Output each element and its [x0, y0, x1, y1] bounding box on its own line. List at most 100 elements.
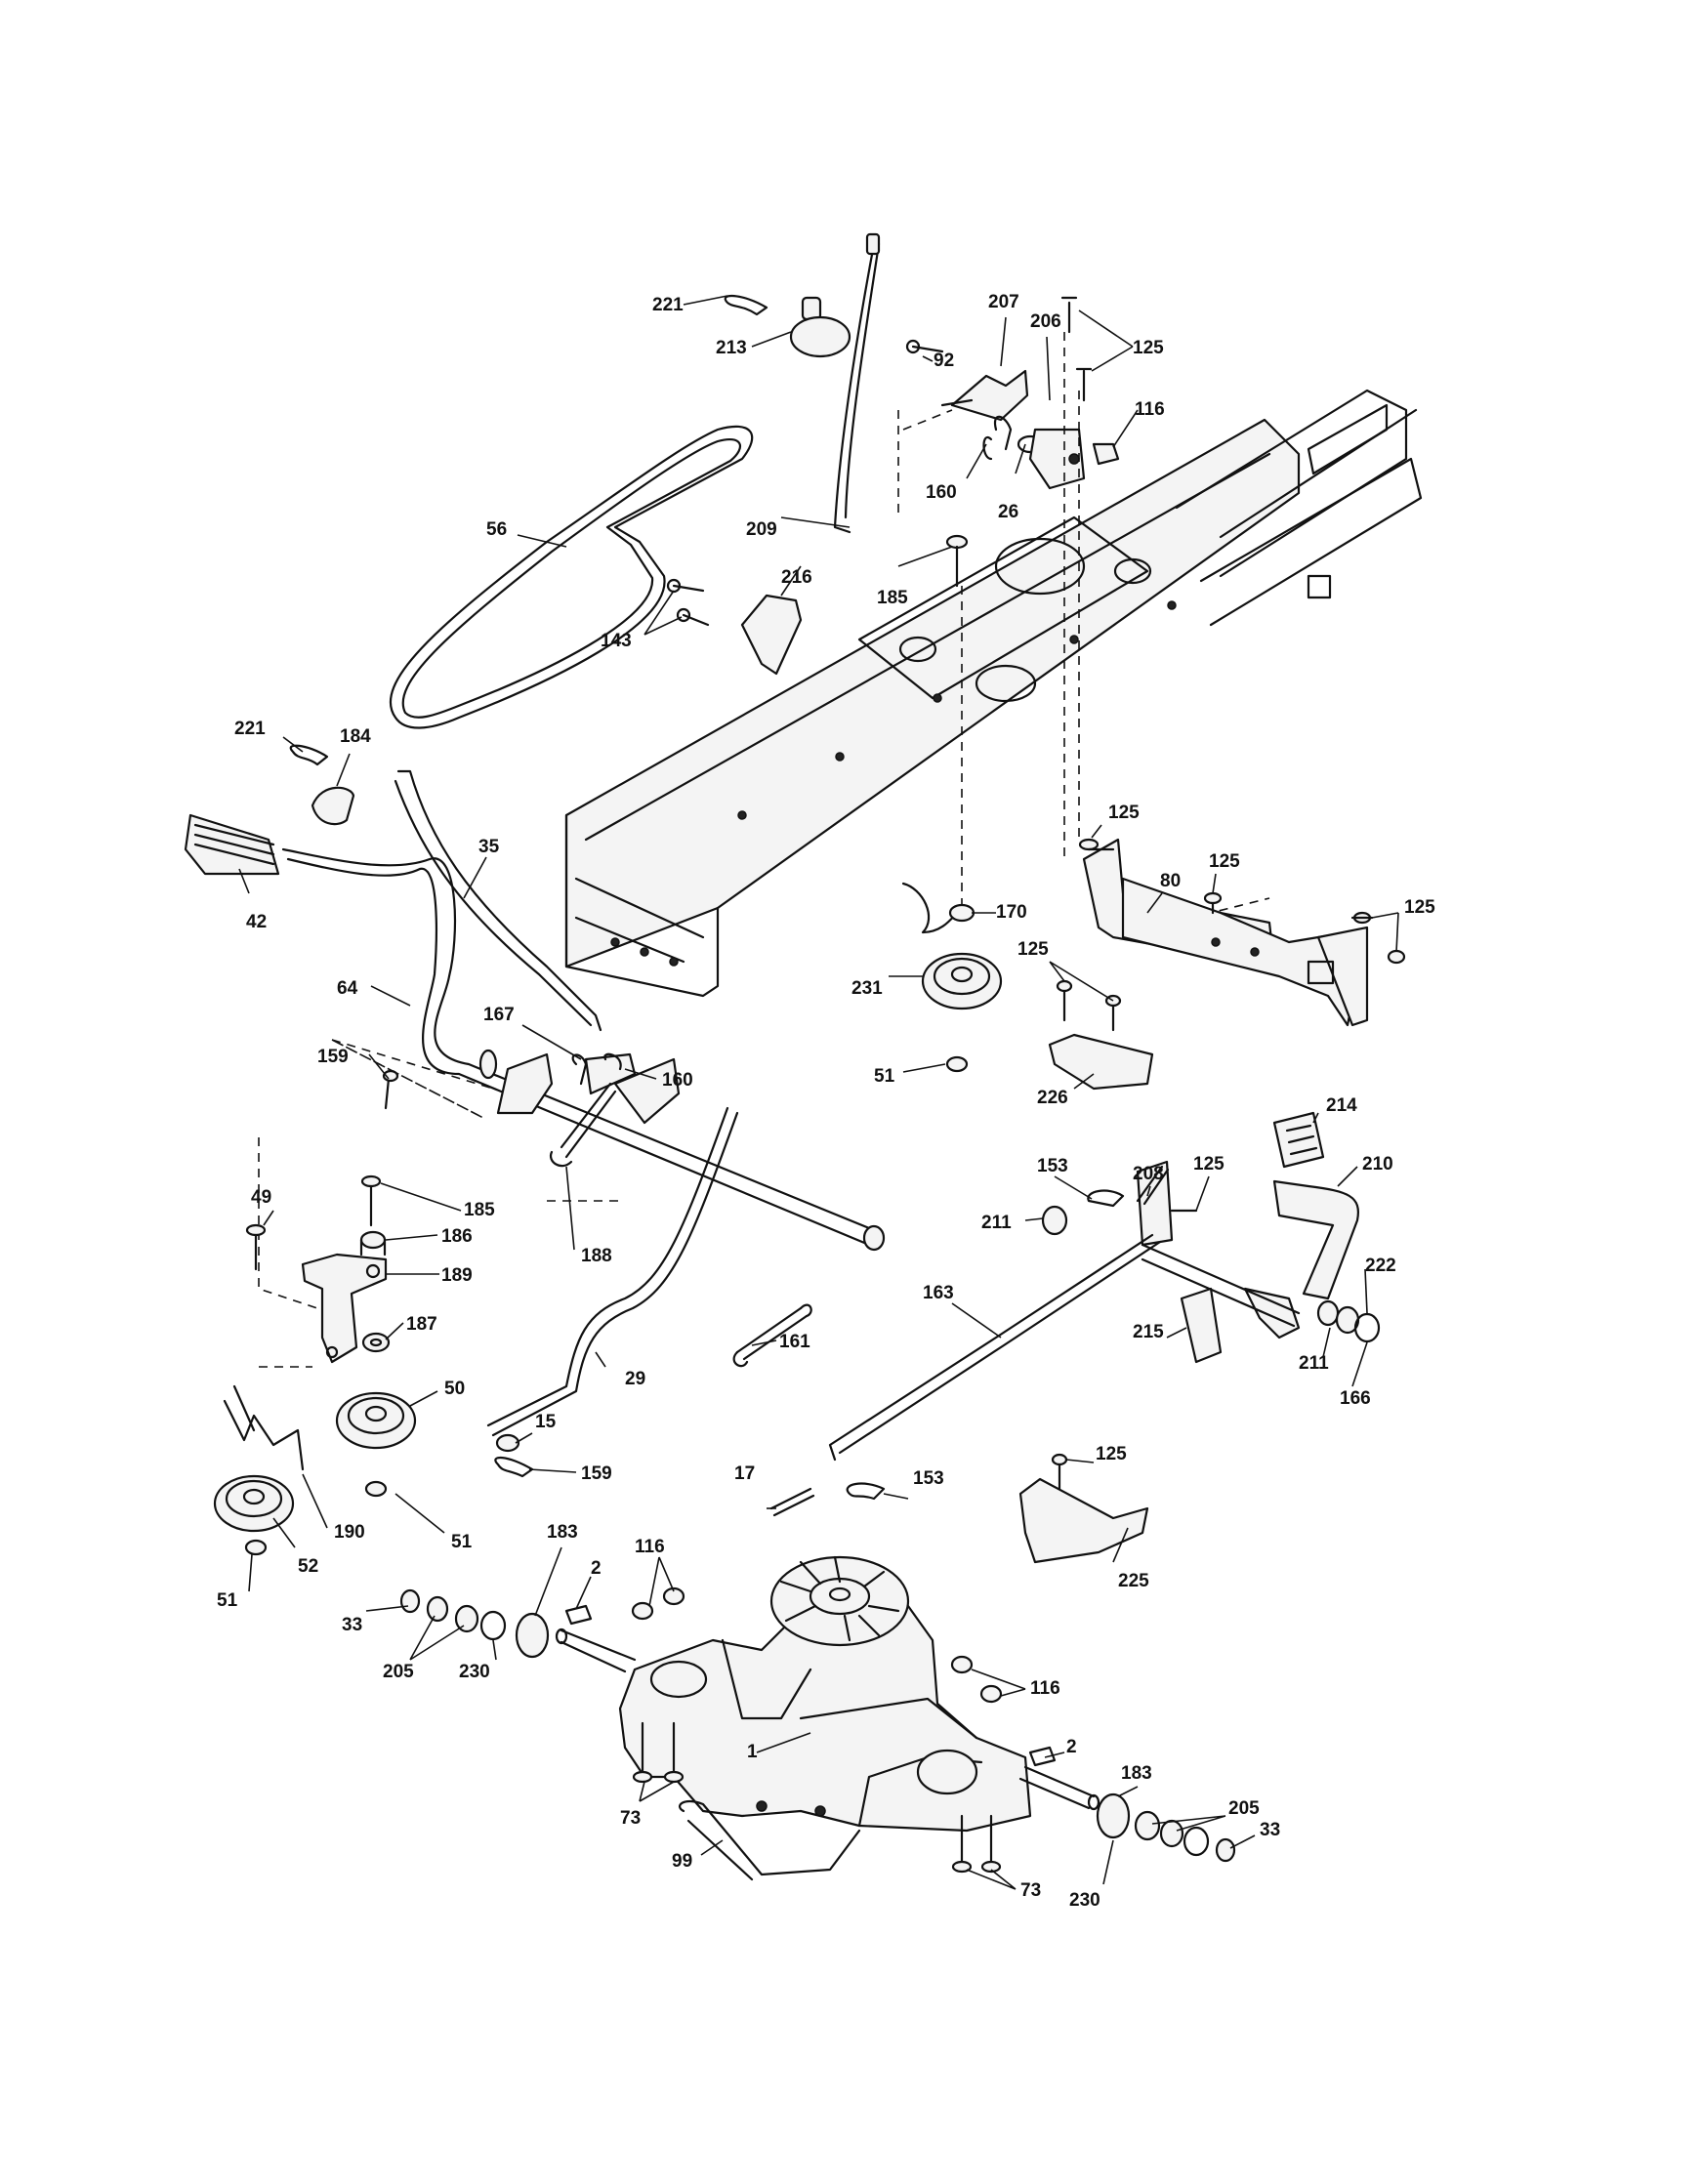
- handle-grip: [184, 813, 280, 876]
- callout-116-left: 116: [635, 1537, 665, 1557]
- spring-170: [901, 882, 976, 934]
- callout-207: 207: [988, 292, 1019, 312]
- idler-pulley-50: [335, 1391, 417, 1450]
- callout-205-left: 205: [383, 1662, 414, 1682]
- callout-125-226: 125: [1017, 939, 1049, 960]
- callout-222: 222: [1365, 1256, 1396, 1276]
- callout-51-left: 51: [217, 1590, 238, 1611]
- callout-167: 167: [483, 1005, 515, 1025]
- callout-209: 209: [746, 519, 777, 540]
- callout-225: 225: [1118, 1571, 1149, 1591]
- callout-56: 56: [486, 519, 507, 540]
- callout-221-lower: 221: [234, 719, 266, 739]
- callout-73-left: 73: [620, 1808, 641, 1829]
- callout-216: 216: [781, 567, 812, 588]
- nut-51-left: [244, 1539, 268, 1556]
- handle-knob: [289, 744, 355, 826]
- callout-80: 80: [1160, 871, 1181, 891]
- bracket-226: [1048, 1033, 1154, 1091]
- callout-160-lower: 160: [662, 1070, 693, 1091]
- callout-2-right: 2: [1066, 1737, 1077, 1757]
- cooling-fan: [769, 1555, 910, 1647]
- spacer-186: [359, 1230, 387, 1257]
- callout-2-left: 2: [591, 1558, 602, 1579]
- callout-15: 15: [535, 1412, 557, 1432]
- callout-17: 17: [734, 1463, 755, 1484]
- hairpin-clip-upper: [724, 294, 768, 316]
- washers-211-222-166: [1041, 1205, 1381, 1343]
- callout-211-upper: 211: [981, 1213, 1012, 1233]
- callout-166: 166: [1340, 1388, 1371, 1409]
- brake-rod-163: [828, 1233, 1162, 1462]
- bolt-49: [245, 1223, 267, 1271]
- spring-17: [769, 1487, 815, 1517]
- washer-15: [495, 1433, 520, 1453]
- clip-153-lower: [846, 1482, 886, 1501]
- callout-125-80c: 125: [1404, 897, 1435, 918]
- washer-187: [361, 1332, 391, 1353]
- callout-125-80b: 125: [1209, 851, 1240, 872]
- bypass-rod-99: [678, 1799, 861, 1881]
- linkage-rod-29: [486, 1106, 739, 1437]
- callout-125-80a: 125: [1108, 803, 1140, 823]
- callout-29: 29: [625, 1369, 645, 1389]
- callout-189: 189: [441, 1265, 473, 1286]
- idler-bracket: [301, 1253, 388, 1364]
- callout-205-right: 205: [1228, 1798, 1260, 1819]
- spring-161: [732, 1303, 812, 1368]
- idler-pulley-52: [213, 1474, 295, 1533]
- brake-pedal-210: [1141, 1179, 1359, 1339]
- callout-188: 188: [581, 1246, 612, 1266]
- pulley-231: [921, 952, 1003, 1010]
- callout-51-upper: 51: [874, 1066, 895, 1087]
- nuts-116: [631, 1586, 1003, 1704]
- callout-153-upper: 153: [1037, 1156, 1068, 1176]
- callout-210: 210: [1362, 1154, 1393, 1174]
- callout-186: 186: [441, 1226, 473, 1247]
- callout-231: 231: [851, 978, 883, 999]
- callout-50: 50: [444, 1379, 465, 1399]
- pivot-bracket-80: [1082, 838, 1369, 1027]
- spring-190: [223, 1384, 305, 1471]
- callout-183-right: 183: [1121, 1763, 1152, 1784]
- callout-51-mid: 51: [451, 1532, 473, 1552]
- callout-52: 52: [298, 1556, 318, 1577]
- callout-214: 214: [1326, 1095, 1357, 1116]
- callout-73-right: 73: [1020, 1880, 1041, 1901]
- callout-26: 26: [998, 502, 1018, 522]
- callout-159-lower: 159: [581, 1463, 612, 1484]
- callout-64: 64: [337, 978, 358, 999]
- callout-125-pedal: 125: [1193, 1154, 1225, 1174]
- callout-208: 208: [1133, 1164, 1164, 1184]
- callout-33-left: 33: [342, 1615, 362, 1635]
- bolts-73: [632, 1721, 1002, 1874]
- callout-215: 215: [1133, 1322, 1164, 1342]
- transaxle: [618, 1589, 1032, 1833]
- callout-213: 213: [716, 338, 747, 358]
- wheel-parts-left: [399, 1588, 593, 1659]
- callout-116-top: 116: [1135, 399, 1165, 420]
- callout-226: 226: [1037, 1088, 1068, 1108]
- bracket-216: [666, 578, 803, 676]
- bolt-185-lower: [360, 1174, 382, 1227]
- callout-143: 143: [601, 631, 632, 651]
- callout-1: 1: [747, 1742, 758, 1762]
- callout-159-upper: 159: [317, 1047, 349, 1067]
- callout-161: 161: [779, 1332, 810, 1352]
- callout-187: 187: [406, 1314, 437, 1335]
- callout-99: 99: [672, 1851, 692, 1872]
- callout-230-right: 230: [1069, 1890, 1100, 1911]
- callout-125-top: 125: [1133, 338, 1164, 358]
- lift-shaft: [281, 847, 886, 1252]
- lift-link-188: [549, 1082, 617, 1168]
- shift-lever: [833, 232, 881, 534]
- clip-159-lower: [494, 1457, 534, 1478]
- clips-167-160: [571, 1052, 622, 1086]
- callout-163: 163: [923, 1283, 954, 1303]
- callout-184: 184: [340, 726, 371, 747]
- pedal-pad-214: [1272, 1111, 1325, 1169]
- callout-116-right: 116: [1030, 1678, 1060, 1699]
- callout-92: 92: [934, 350, 954, 371]
- callout-42: 42: [246, 912, 267, 932]
